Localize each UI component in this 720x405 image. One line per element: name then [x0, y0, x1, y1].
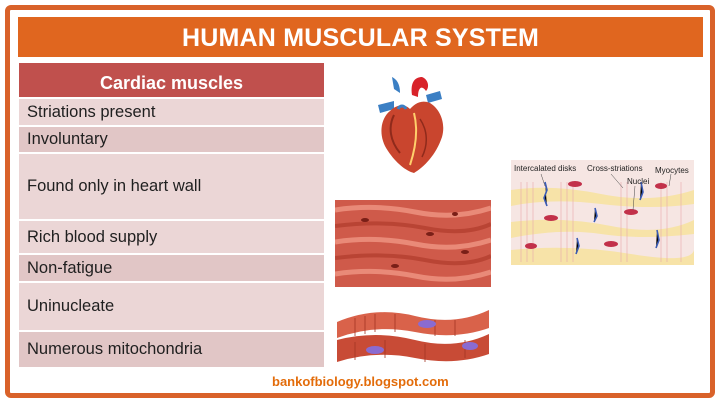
label-cross-striations: Cross-striations	[587, 164, 643, 173]
label-nuclei: Nuclei	[627, 177, 650, 186]
striated-muscle-micrograph-icon	[335, 200, 491, 287]
table-row: Non-fatigue	[19, 253, 324, 281]
source-footer: bankofbiology.blogspot.com	[272, 374, 449, 389]
table-row: Uninucleate	[19, 281, 324, 330]
table-row: Numerous mitochondria	[19, 330, 324, 367]
table-row: Striations present	[19, 97, 324, 125]
page-title: HUMAN MUSCULAR SYSTEM	[18, 17, 703, 57]
table-row: Found only in heart wall	[19, 152, 324, 219]
table-header: Cardiac muscles	[19, 63, 324, 97]
label-myocytes: Myocytes	[655, 166, 689, 175]
heart-illustration-icon	[378, 77, 444, 173]
table-row: Rich blood supply	[19, 219, 324, 253]
table-row: Involuntary	[19, 125, 324, 152]
label-intercalated-disks: Intercalated disks	[514, 164, 577, 173]
cardiac-tissue-diagram-icon	[511, 160, 694, 265]
cardiac-cell-illustration-icon	[335, 300, 491, 368]
intercalated-disks-diagram: Intercalated disks Cross-striations Myoc…	[511, 160, 694, 265]
features-table: Cardiac muscles Striations present Invol…	[19, 63, 324, 367]
